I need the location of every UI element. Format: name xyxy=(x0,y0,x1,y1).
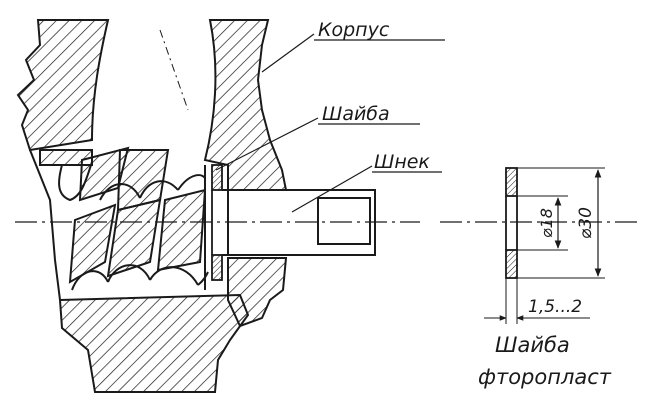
shaiba-leader xyxy=(215,117,319,171)
housing-left-edge xyxy=(29,149,61,301)
label-korpus: Корпус xyxy=(318,19,390,41)
label-shaiba: Шайба xyxy=(322,103,390,125)
outer-diameter-text: ⌀30 xyxy=(576,207,596,239)
thickness-text: 1,5...2 xyxy=(528,297,582,317)
auger xyxy=(39,146,209,291)
diameter-extension-lines xyxy=(517,167,605,279)
inner-diameter-text: ⌀18 xyxy=(537,208,556,238)
thickness-dimension xyxy=(484,278,590,324)
korpus-leader xyxy=(261,33,315,73)
housing-centerline xyxy=(159,29,189,111)
shnek-leader xyxy=(291,165,373,213)
housing-right-wall xyxy=(203,19,288,191)
label-shnek: Шнек xyxy=(374,151,430,173)
housing-left-wall xyxy=(16,19,110,152)
washer-detail xyxy=(505,167,518,279)
washer-title: Шайба xyxy=(495,333,570,357)
washer-material: фторопласт xyxy=(478,365,612,389)
washer-in-assembly xyxy=(211,164,223,281)
housing-bottom-wall xyxy=(58,293,250,393)
housing xyxy=(16,19,288,393)
